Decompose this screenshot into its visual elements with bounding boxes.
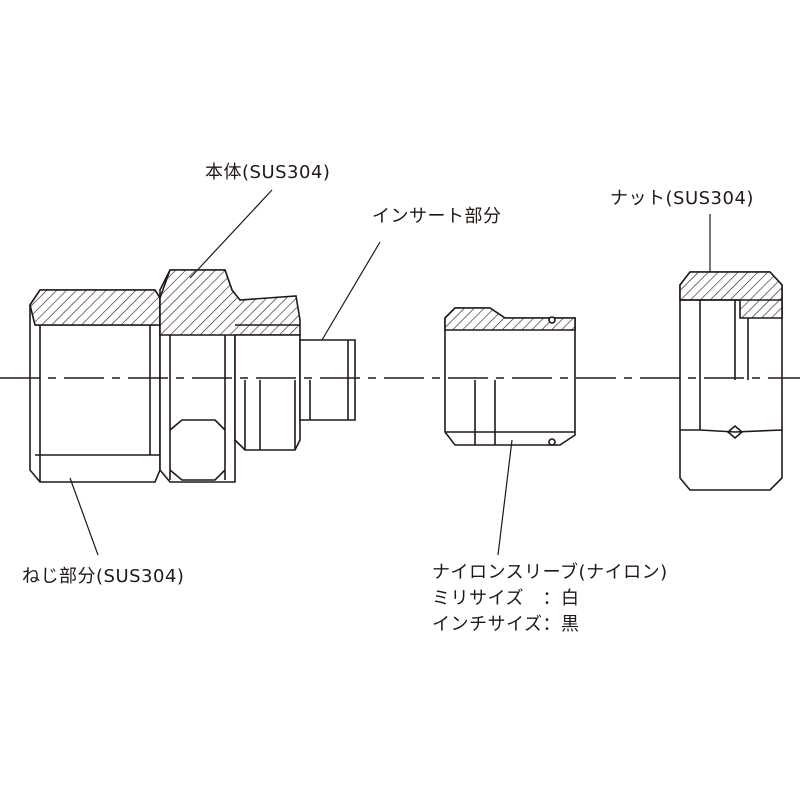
- insert-tube: [299, 339, 356, 421]
- sleeve-leader: [497, 439, 513, 556]
- inch-size-label: インチサイズ：黒: [432, 614, 580, 635]
- sleeve-part: [444, 307, 576, 446]
- nut-center-mark: [726, 424, 744, 440]
- body-part: [29, 269, 356, 483]
- milli-size-label: ミリサイズ ：白: [432, 588, 580, 609]
- hex-chamfer-bottom: [169, 469, 226, 481]
- body-leader: [189, 189, 273, 279]
- insert-leader: [321, 241, 381, 341]
- sleeve-notch-top: [548, 316, 556, 324]
- sleeve-label: ナイロンスリーブ(ナイロン): [432, 562, 668, 583]
- thread-section-hatch: [29, 289, 161, 326]
- nut-label: ナット(SUS304): [610, 188, 754, 209]
- thread-leader: [69, 477, 99, 556]
- body-label: 本体(SUS304): [205, 162, 331, 183]
- insert-label: インサート部分: [372, 206, 502, 227]
- nut-part: [679, 271, 783, 491]
- nut-mid-line: [680, 429, 783, 433]
- sleeve-notch-bottom: [548, 438, 556, 446]
- hex-chamfer-top: [169, 419, 226, 431]
- sleeve-section-hatch: [444, 307, 576, 331]
- thread-label: ねじ部分(SUS304): [22, 566, 185, 587]
